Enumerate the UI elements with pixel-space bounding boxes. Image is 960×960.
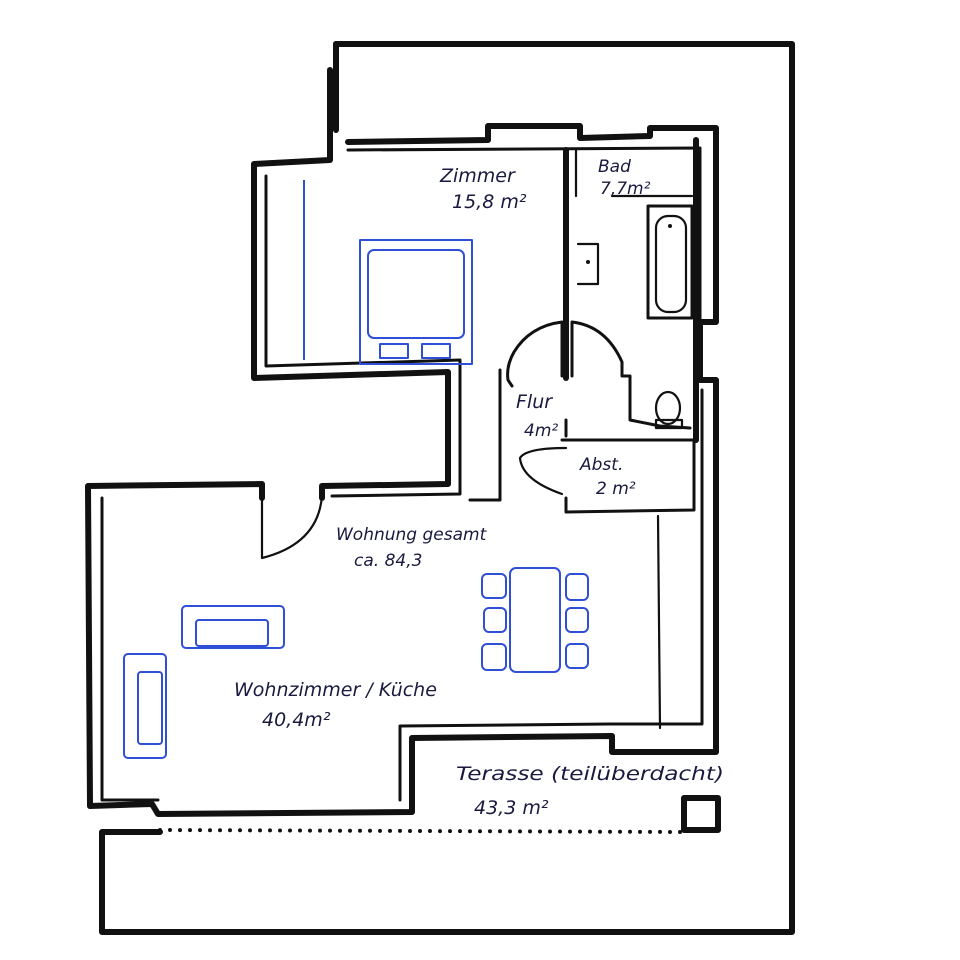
dining-table-icon bbox=[481, 567, 589, 673]
sink-icon bbox=[576, 242, 600, 286]
toilet-icon bbox=[654, 390, 684, 430]
room-label-terrasse-name: Terasse (teilüberdacht) bbox=[456, 763, 724, 785]
room-label-wohnen-area: 40,4m² bbox=[262, 709, 331, 731]
room-label-wohnen-name: Wohnzimmer / Küche bbox=[234, 679, 437, 701]
room-label-bad-name: Bad bbox=[598, 157, 631, 177]
room-label-abst-area: 2 m² bbox=[596, 479, 636, 499]
apartment-walls bbox=[85, 67, 719, 817]
room-label-zimmer-name: Zimmer bbox=[439, 165, 516, 187]
room-label-flur-area: 4m² bbox=[524, 421, 558, 441]
sofa-icon bbox=[181, 605, 285, 649]
interior-walls bbox=[158, 147, 721, 834]
room-label-terrasse-area: 43,3 m² bbox=[474, 797, 549, 819]
furniture bbox=[123, 180, 589, 759]
room-label-flur-name: Flur bbox=[516, 391, 553, 413]
bath-fixtures bbox=[576, 194, 694, 430]
terrace-outline bbox=[99, 41, 795, 935]
bed-icon bbox=[359, 239, 473, 365]
armchair-icon bbox=[123, 653, 167, 759]
bathtub-icon bbox=[646, 204, 694, 320]
room-label-zimmer-area: 15,8 m² bbox=[452, 191, 527, 213]
total-area-label: Wohnung gesamt bbox=[336, 525, 488, 545]
total-area-value: ca. 84,3 bbox=[354, 551, 422, 571]
room-label-abst-name: Abst. bbox=[579, 455, 623, 475]
room-label-bad-area: 7,7m² bbox=[600, 179, 651, 199]
room-labels: Zimmer 15,8 m² Bad 7,7m² Flur 4m² Abst. … bbox=[234, 157, 724, 819]
